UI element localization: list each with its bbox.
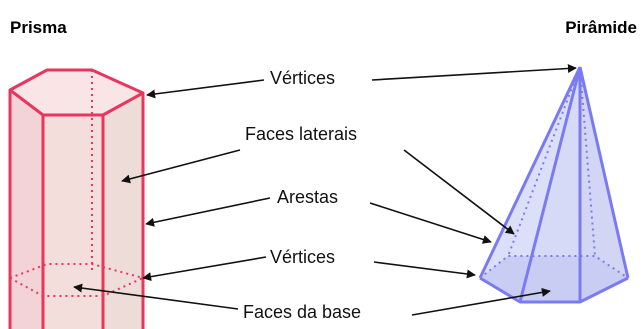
prism-side-face-right <box>103 93 143 329</box>
pyramid-shape <box>478 66 630 304</box>
pyramid-edge <box>578 66 630 279</box>
label-vertices-bottom: Vértices <box>270 247 336 267</box>
arrows <box>73 63 577 316</box>
pyramid-hidden-edge <box>507 66 581 257</box>
prism-hidden-base-edges <box>9 263 144 279</box>
prism-side-face-front <box>43 115 103 329</box>
prism-front-base-edges <box>9 277 144 297</box>
pyramid-edge <box>518 66 582 303</box>
pyramid-base-face <box>480 256 628 302</box>
prism-side-face-left <box>10 90 43 329</box>
arrow-lateral-to-prism <box>121 149 241 184</box>
pyramid-hidden-edge <box>579 66 596 257</box>
arrow-vertices-to-prism <box>146 79 265 99</box>
label-base-faces: Faces da base <box>243 302 362 322</box>
label-edges: Arestas <box>277 187 339 207</box>
arrow-edges-to-pyramid <box>369 202 492 244</box>
arrow-base-to-pyramid <box>411 287 551 316</box>
pyramid-front-base-edges <box>479 276 629 304</box>
arrow-vertices-to-pyramid <box>371 63 577 81</box>
prism-shape <box>8 68 145 329</box>
pyramid-hidden-base-edges <box>479 255 629 279</box>
prism-top-face <box>10 70 143 115</box>
pyramid-title: Pirâmide <box>565 18 637 37</box>
pyramid-face-left <box>480 67 580 302</box>
label-vertices-top: Vértices <box>270 68 336 88</box>
arrow-edges-to-prism <box>145 197 271 227</box>
arrow-lateral-to-pyramid <box>403 149 515 235</box>
pyramid-edge <box>478 66 582 279</box>
prism-title: Prisma <box>10 18 67 37</box>
label-lateral-faces: Faces laterais <box>245 124 358 144</box>
arrow-vertices-bottom-to-prism <box>142 256 267 282</box>
arrow-base-to-prism <box>73 283 239 310</box>
arrow-vertices-bottom-to-pyramid <box>373 261 476 279</box>
